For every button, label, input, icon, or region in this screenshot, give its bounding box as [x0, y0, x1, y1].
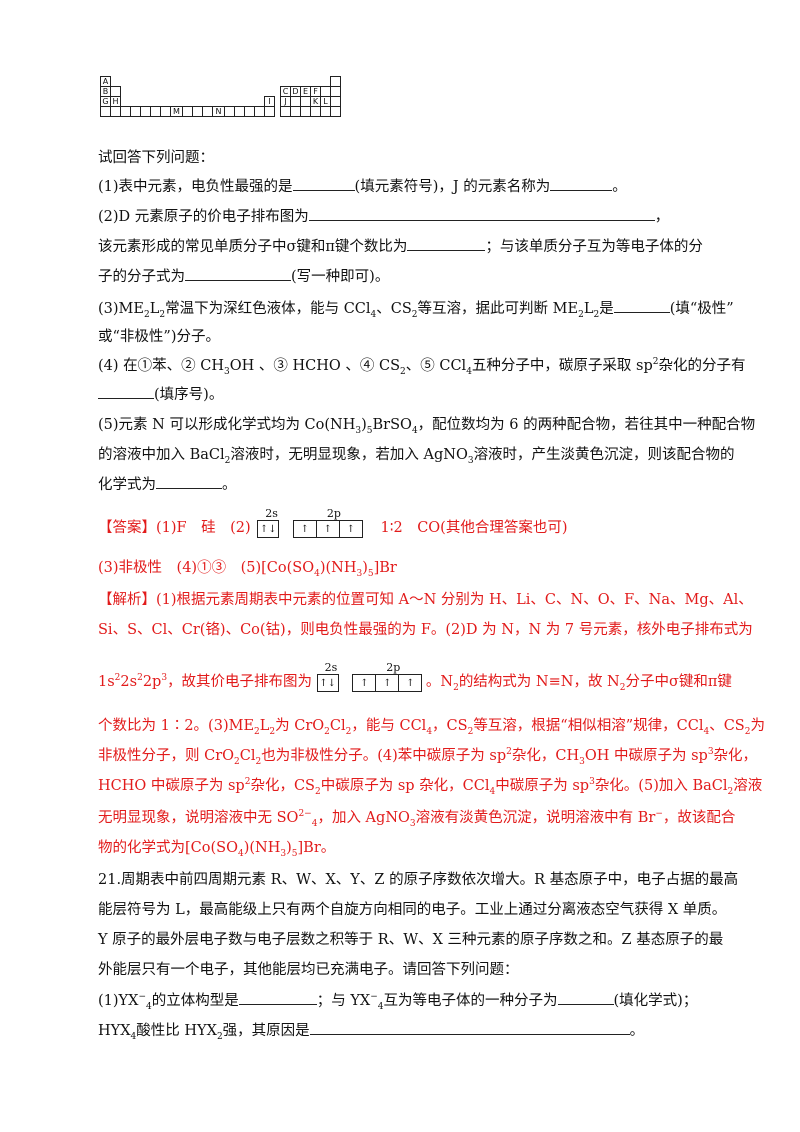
analysis-line-7: 无明显现象，说明溶液中无 SO2−4，加入 AgNO3溶液有淡黄色沉淀，说明溶液… [98, 809, 736, 829]
answer-blank [238, 990, 317, 1005]
question-5-line-2: 的溶液中加入 BaCl2溶液时，无明显现象，若加入 AgNO3溶液时，产生淡黄色… [98, 447, 735, 466]
question-3-line-2: 或“非极性”)分子。 [98, 329, 220, 345]
orbital-diagram: 2s ↑↓ [257, 507, 280, 538]
question-4: (4) 在①苯、② CH3OH 、③ HCHO 、④ CS2、⑤ CCl4五种分… [98, 357, 746, 377]
analysis-line-1: 【解析】(1)根据元素周期表中元素的位置可知 A～N 分别为 H、Li、C、N、… [98, 592, 753, 608]
orbital-2p-box: ↑ [352, 674, 377, 692]
question-4-line-2: (填序号)。 [98, 384, 223, 405]
analysis-line-6: HCHO 中碳原子为 sp2杂化，CS2中碳原子为 sp 杂化，CCl4中碳原子… [98, 777, 763, 797]
question-5: (5)元素 N 可以形成化学式均为 Co(NH3)5BrSO4，配位数均为 6 … [98, 417, 756, 436]
question-21-line-3: Y 原子的最外层电子数与电子层数之积等于 R、W、X 三种元素的原子序数之和。Z… [98, 932, 724, 948]
answer-line-2: (3)非极性 (4)①③ (5)[Co(SO4)(NH3)5]Br [98, 560, 397, 579]
analysis-line-3: 1s22s22p3，故其价电子排布图为 2s ↑↓ 2p ↑↑↑ 。N2的结构式… [98, 661, 732, 692]
pt-cell-empty [330, 106, 341, 117]
orbital-2p-box: ↑ [398, 674, 423, 692]
question-2: (2)D 元素原子的价电子排布图为， [98, 206, 669, 227]
answer-blank [309, 1020, 630, 1035]
answer-blank [98, 384, 154, 399]
orbital-diagram: 2s ↑↓ [316, 661, 339, 692]
question-2-line-3: 子的分子式为(写一种即可)。 [98, 266, 389, 287]
answer-blank [156, 474, 222, 489]
analysis-line-4: 个数比为 1∶2。(3)ME2L2为 CrO2Cl2，能与 CCl4，CS2等互… [98, 718, 765, 737]
answer-blank [613, 298, 670, 313]
question-21-part-1-line-2: HYX4酸性比 HYX2强，其原因是。 [98, 1020, 644, 1041]
question-2-line-2: 该元素形成的常见单质分子中σ键和π键个数比为；与该单质分子互为等电子体的分 [98, 236, 703, 257]
orbital-2p-box: ↑ [338, 520, 363, 538]
pt-cell-empty [264, 106, 275, 117]
answer-blank [308, 206, 655, 221]
orbital-2s-box: ↑↓ [316, 674, 339, 692]
analysis-line-5: 非极性分子，则 CrO2Cl2也为非极性分子。(4)苯中碳原子为 sp2杂化，C… [98, 747, 758, 767]
orbital-2s-label: 2s [324, 661, 338, 674]
orbital-2p-group: 2p ↑↑↑ [352, 661, 423, 692]
orbital-2p-label: 2p [326, 507, 341, 520]
answer-line-1: 【答案】(1)F 硅 (2) 2s ↑↓ 2p ↑↑↑ 1∶2 CO(其他合理答… [98, 507, 568, 538]
answer-blank [185, 266, 291, 281]
question-5-line-3: 化学式为。 [98, 474, 237, 495]
question-21-line-2: 能层符号为 L，最高能级上只有两个自旋方向相同的电子。工业上通过分离液态空气获得… [98, 902, 727, 918]
answer-blank [550, 176, 613, 191]
question-1: (1)表中元素，电负性最强的是(填元素符号)，J 的元素名称为。 [98, 176, 627, 197]
orbital-2s-box: ↑↓ [257, 520, 280, 538]
question-21-part-1: (1)YX−4的立体构型是；与 YX−4互为等电子体的一种分子为(填化学式)； [98, 990, 697, 1012]
analysis-line-8: 物的化学式为[Co(SO4)(NH3)5]Br。 [98, 840, 336, 859]
question-21-line-1: 21.周期表中前四周期元素 R、W、X、Y、Z 的原子序数依次增大。R 基态原子… [98, 872, 739, 888]
answer-blank [292, 176, 355, 191]
question-21-line-4: 外能层只有一个电子，其他能层均已充满电子。请回答下列问题： [98, 962, 519, 978]
answer-blank [557, 990, 614, 1005]
question-intro: 试回答下列问题： [98, 150, 214, 166]
answer-blank [407, 236, 486, 251]
orbital-2s-label: 2s [265, 507, 278, 520]
orbital-2p-box: ↑ [292, 520, 317, 538]
orbital-2p-label: 2p [386, 661, 401, 674]
analysis-line-2: Si、S、Cl、Cr(铬)、Co(钴)，则电负性最强的为 F。(2)D 为 N，… [98, 622, 753, 638]
question-3: (3)ME2L2常温下为深红色液体，能与 CCl4、CS2等互溶，据此可判断 M… [98, 298, 734, 319]
orbital-2p-group: 2p ↑↑↑ [292, 507, 363, 538]
